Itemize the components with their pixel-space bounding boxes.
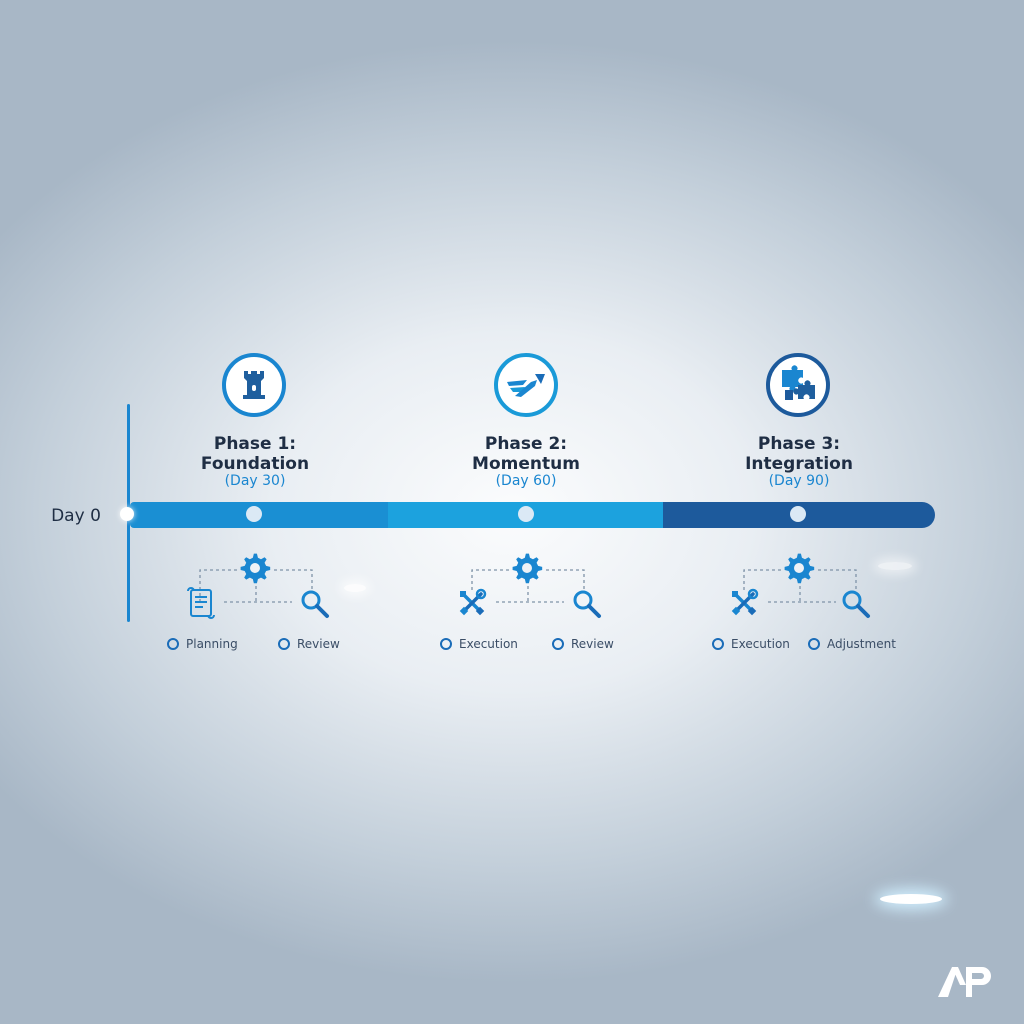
phase3-tools-icon <box>730 588 759 617</box>
phase3-gear-icon <box>784 553 815 584</box>
item-label: Planning <box>186 637 238 651</box>
scroll-icon <box>187 587 215 619</box>
phase1-item-review: Review <box>278 636 340 652</box>
item-label: Review <box>571 637 614 651</box>
phase1-title: Phase 1: Foundation <box>155 434 355 474</box>
phase2-connector <box>471 569 585 603</box>
ring-icon <box>167 638 179 650</box>
phase3-title: Phase 3: Integration <box>699 434 899 474</box>
phase2-title-line2: Momentum <box>472 454 580 474</box>
phase3-magnifier-icon <box>842 590 870 618</box>
winged-arrow-icon <box>494 353 558 417</box>
ap-logo <box>938 967 991 997</box>
phase3-title-line2: Integration <box>745 454 853 474</box>
phase2-tools-icon <box>458 588 487 617</box>
phase2-title-line1: Phase 2: <box>484 434 568 454</box>
phase1-magnifier-icon <box>301 590 329 618</box>
phase1-title-line2: Foundation <box>200 454 310 474</box>
timeline-start-dot <box>120 507 134 521</box>
ring-icon <box>278 638 290 650</box>
puzzle-icon <box>766 353 830 417</box>
phase2-day-label: (Day 60) <box>495 473 557 489</box>
phase1-item-planning: Planning <box>167 636 238 652</box>
phase3-day-label: (Day 90) <box>768 473 830 489</box>
phase2-item-execution: Execution <box>440 636 518 652</box>
milestone-dot-phase1 <box>246 506 262 522</box>
phase1-connector <box>199 569 313 603</box>
phase2-title: Phase 2: Momentum <box>426 434 626 474</box>
item-label: Adjustment <box>827 637 896 651</box>
item-label: Review <box>297 637 340 651</box>
light-glow <box>344 584 366 592</box>
phase2-magnifier-icon <box>573 590 601 618</box>
light-glow <box>880 894 942 904</box>
phase3-item-execution: Execution <box>712 636 790 652</box>
item-label: Execution <box>731 637 790 651</box>
phase3-title-line1: Phase 3: <box>757 434 841 454</box>
phase1-gear-icon <box>240 553 271 584</box>
phase3-connector <box>743 569 857 603</box>
day0-label: Day 0 <box>51 506 101 526</box>
milestone-dot-phase2 <box>518 506 534 522</box>
ring-icon <box>712 638 724 650</box>
light-glow <box>878 562 912 570</box>
item-label: Execution <box>459 637 518 651</box>
phase3-item-adjustment: Adjustment <box>808 636 896 652</box>
phase1-day-label: (Day 30) <box>224 473 286 489</box>
milestone-dot-phase3 <box>790 506 806 522</box>
ring-icon <box>808 638 820 650</box>
tower-icon <box>222 353 286 417</box>
ring-icon <box>440 638 452 650</box>
ring-icon <box>552 638 564 650</box>
phase2-item-review: Review <box>552 636 614 652</box>
phase1-title-line1: Phase 1: <box>213 434 297 454</box>
phase2-gear-icon <box>512 553 543 584</box>
